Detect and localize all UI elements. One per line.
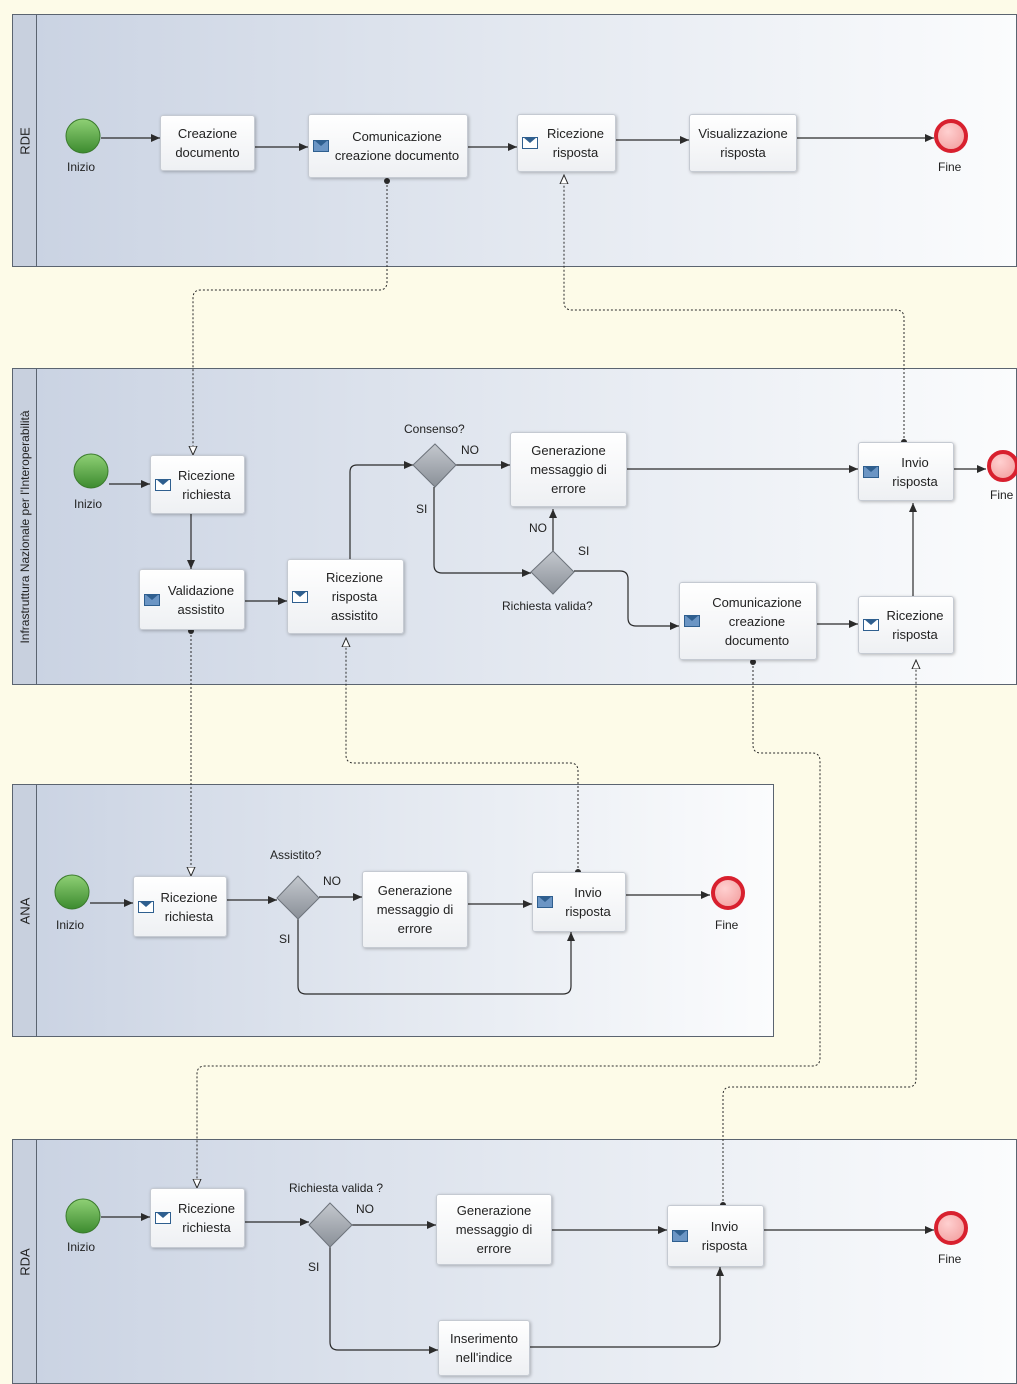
ini-task-invio-risposta[interactable]: Invio risposta xyxy=(858,442,954,501)
pool-label-ini: Infrastruttura Nazionale per l'Interoper… xyxy=(13,369,37,684)
msg-ana-to-ini-risposta xyxy=(346,638,578,872)
receive-message-icon xyxy=(155,478,171,491)
ini-task-ricezione-richiesta[interactable]: Ricezione richiesta xyxy=(150,455,245,514)
gateway-richiesta-valida-ini-label: Richiesta valida? xyxy=(502,599,593,613)
seq-ini-valida-si xyxy=(574,570,679,630)
seq-rda-inserimento-invio xyxy=(530,1267,724,1348)
ana-task-invio-risposta[interactable]: Invio risposta xyxy=(532,872,626,932)
ini-task-comunicazione-label: Comunicazione creazione documento xyxy=(712,594,802,648)
valida-rda-si-label: SI xyxy=(308,1260,320,1274)
rde-task-comunicazione[interactable]: Comunicazione creazione documento xyxy=(308,114,468,178)
ana-start-label: Inizio xyxy=(56,918,85,932)
pool-label-rde: RDE xyxy=(13,15,37,266)
send-message-icon xyxy=(313,140,329,152)
rda-task-inserimento-indice[interactable]: Inserimento nell'indice xyxy=(438,1320,530,1376)
ini-start-event xyxy=(73,453,109,489)
ini-task-comunicazione-creazione[interactable]: Comunicazione creazione documento xyxy=(679,582,817,660)
ini-end-event xyxy=(987,450,1017,482)
ini-task-ricezione-risposta-assistito[interactable]: Ricezione risposta assistito xyxy=(287,559,404,634)
rde-task-comunicazione-label: Comunicazione creazione documento xyxy=(334,129,460,163)
ini-task-generazione-errore[interactable]: Generazione messaggio di errore xyxy=(510,432,627,507)
valida-rda-no-label: NO xyxy=(356,1202,374,1216)
gateway-richiesta-valida-rda xyxy=(308,1202,353,1248)
receive-message-icon xyxy=(863,619,879,631)
rda-end-label: Fine xyxy=(938,1252,962,1266)
ini-task-ricezione-risposta-label: Ricezione risposta xyxy=(886,608,944,642)
gateway-assistito-label: Assistito? xyxy=(270,848,322,862)
ana-start-event xyxy=(54,874,90,910)
rde-task-ricezione-label: Ricezione risposta xyxy=(546,126,605,160)
ini-task-ricezione-risposta[interactable]: Ricezione risposta xyxy=(858,596,954,654)
ini-task-ricezione-richiesta-label: Ricezione richiesta xyxy=(177,467,236,502)
consenso-no-label: NO xyxy=(461,443,479,457)
rde-end-label: Fine xyxy=(938,160,962,174)
msg-ini-to-rde-risposta xyxy=(564,175,904,442)
rda-task-invio-label: Invio risposta xyxy=(701,1219,748,1253)
rde-task-visualizzazione-risposta[interactable]: Visualizzazione risposta xyxy=(689,114,797,172)
assistito-si-label: SI xyxy=(279,932,291,946)
rde-start-label: Inizio xyxy=(67,160,96,174)
send-message-icon xyxy=(672,1230,688,1242)
msg-rda-to-ini-risposta xyxy=(723,660,916,1205)
ini-task-invio-label: Invio risposta xyxy=(892,454,938,489)
ana-end-label: Fine xyxy=(715,918,739,932)
rda-task-ricezione-label: Ricezione richiesta xyxy=(177,1201,236,1235)
seq-rda-gateway-si xyxy=(329,1247,438,1354)
assistito-no-label: NO xyxy=(323,874,341,888)
rda-task-invio-risposta[interactable]: Invio risposta xyxy=(667,1205,764,1267)
receive-message-icon xyxy=(155,1212,171,1224)
consenso-si-label: SI xyxy=(416,502,428,516)
send-message-icon xyxy=(144,593,160,606)
gateway-richiesta-valida-rda-label: Richiesta valida ? xyxy=(289,1181,384,1195)
send-message-icon xyxy=(684,615,700,627)
seq-ini-to-consenso xyxy=(349,461,413,559)
receive-message-icon xyxy=(522,137,538,149)
ini-task-validazione-label: Validazione assistito xyxy=(167,582,235,617)
rde-start-event xyxy=(65,118,101,154)
rda-task-generazione-errore[interactable]: Generazione messaggio di errore xyxy=(436,1194,552,1265)
gateway-consenso xyxy=(412,443,457,488)
ana-end-event xyxy=(711,876,745,910)
pool-label-rda: RDA xyxy=(13,1140,37,1383)
seq-ini-consenso-si xyxy=(433,487,531,577)
send-message-icon xyxy=(863,465,879,478)
msg-rde-to-ini-richiesta xyxy=(193,181,387,455)
receive-message-icon xyxy=(292,590,308,603)
rda-task-ricezione-richiesta[interactable]: Ricezione richiesta xyxy=(150,1188,245,1248)
valida-ini-si-label: SI xyxy=(578,544,590,558)
ana-task-invio-label: Invio risposta xyxy=(565,885,611,919)
rda-end-event xyxy=(934,1211,968,1245)
send-message-icon xyxy=(537,896,553,908)
ana-task-generazione-errore[interactable]: Generazione messaggio di errore xyxy=(362,871,468,948)
rde-task-ricezione-risposta[interactable]: Ricezione risposta xyxy=(517,114,616,172)
ana-task-ricezione-richiesta[interactable]: Ricezione richiesta xyxy=(133,876,227,937)
gateway-richiesta-valida-ini xyxy=(530,550,575,595)
receive-message-icon xyxy=(138,900,154,913)
gateway-consenso-label: Consenso? xyxy=(404,422,465,436)
valida-ini-no-label: NO xyxy=(529,521,547,535)
rde-end-event xyxy=(934,119,968,153)
pool-label-ana: ANA xyxy=(13,785,37,1036)
ini-start-label: Inizio xyxy=(74,497,103,511)
ini-task-ricezione-assistito-label: Ricezione risposta assistito xyxy=(325,570,384,623)
ini-task-validazione-assistito[interactable]: Validazione assistito xyxy=(139,569,245,630)
rde-task-creazione-documento[interactable]: Creazione documento xyxy=(160,115,255,171)
rda-start-event xyxy=(65,1198,101,1234)
gateway-assistito xyxy=(276,875,320,920)
rda-start-label: Inizio xyxy=(67,1240,96,1254)
ini-end-label: Fine xyxy=(990,488,1014,502)
ana-task-ricezione-label: Ricezione richiesta xyxy=(160,889,218,924)
